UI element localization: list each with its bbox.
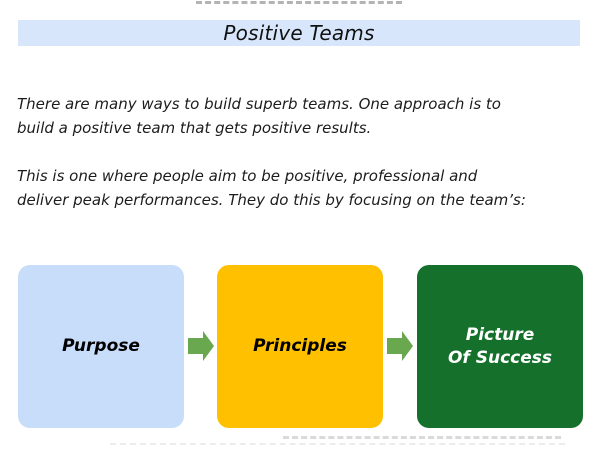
flow-arrow-icon bbox=[387, 331, 413, 361]
box-label: Purpose bbox=[62, 336, 140, 356]
cropped-text-artifact-bottom bbox=[283, 436, 561, 439]
cropped-text-artifact-top bbox=[196, 1, 402, 4]
box-label: Principles bbox=[253, 336, 347, 356]
flow-box-purpose: Purpose bbox=[18, 265, 184, 428]
paragraph-line: This is one where people aim to be posit… bbox=[17, 167, 478, 185]
paragraph-line: There are many ways to build superb team… bbox=[17, 95, 501, 113]
cropped-text-artifact-bottom bbox=[110, 443, 565, 445]
intro-paragraph-2: This is one where people aim to be posit… bbox=[17, 164, 587, 212]
paragraph-line: deliver peak performances. They do this … bbox=[17, 191, 526, 209]
flow-arrow-icon bbox=[188, 331, 214, 361]
box-label-line2: Of Success bbox=[447, 347, 553, 368]
intro-paragraph-1: There are many ways to build superb team… bbox=[17, 92, 587, 140]
flow-box-principles: Principles bbox=[217, 265, 383, 428]
title-banner: Positive Teams bbox=[18, 20, 580, 46]
paragraph-line: build a positive team that gets positive… bbox=[17, 119, 372, 137]
page-title: Positive Teams bbox=[223, 21, 375, 45]
box-label: Picture bbox=[465, 324, 535, 345]
